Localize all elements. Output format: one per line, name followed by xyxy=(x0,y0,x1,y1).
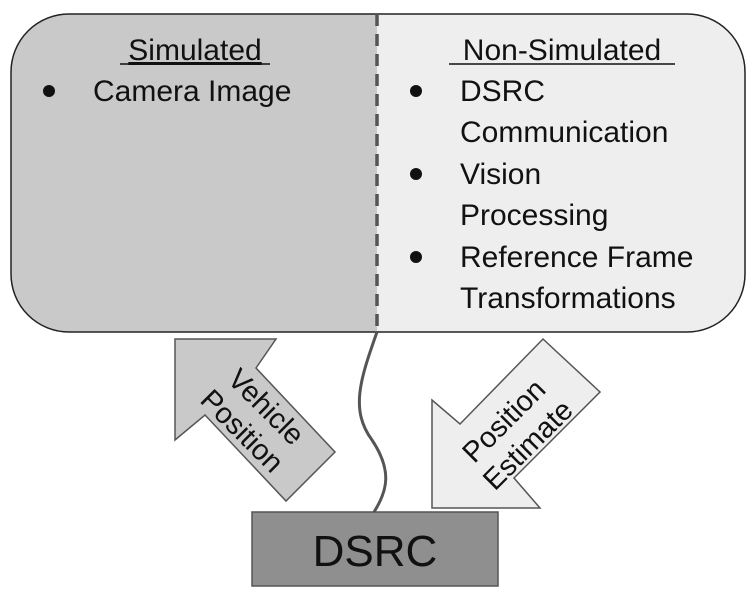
non-simulated-item-3-line2: Transformations xyxy=(460,282,676,315)
dsrc-box-label: DSRC xyxy=(313,527,438,576)
non-simulated-item-3-line1: Reference Frame xyxy=(460,241,693,274)
system-box xyxy=(10,13,746,333)
simulated-item-camera-image: Camera Image xyxy=(93,75,291,108)
vehicle-position-arrow xyxy=(174,338,337,503)
non-simulated-item-2-line2: Processing xyxy=(460,199,608,232)
bullet-icon xyxy=(410,168,422,180)
position-estimate-arrow xyxy=(431,337,602,509)
simulated-heading: Simulated xyxy=(128,34,261,67)
bullet-icon xyxy=(43,85,55,97)
bullet-icon xyxy=(410,251,422,263)
bullet-icon xyxy=(410,85,422,97)
non-simulated-item-2-line1: Vision xyxy=(460,158,541,191)
dsrc-box xyxy=(251,511,499,587)
non-simulated-heading: Non-Simulated xyxy=(463,34,661,67)
non-simulated-item-1-line2: Communication xyxy=(460,116,668,149)
connector-line xyxy=(357,331,388,513)
non-simulated-region xyxy=(377,14,745,332)
non-simulated-item-1-line1: DSRC xyxy=(460,75,545,108)
simulated-region xyxy=(11,14,377,332)
